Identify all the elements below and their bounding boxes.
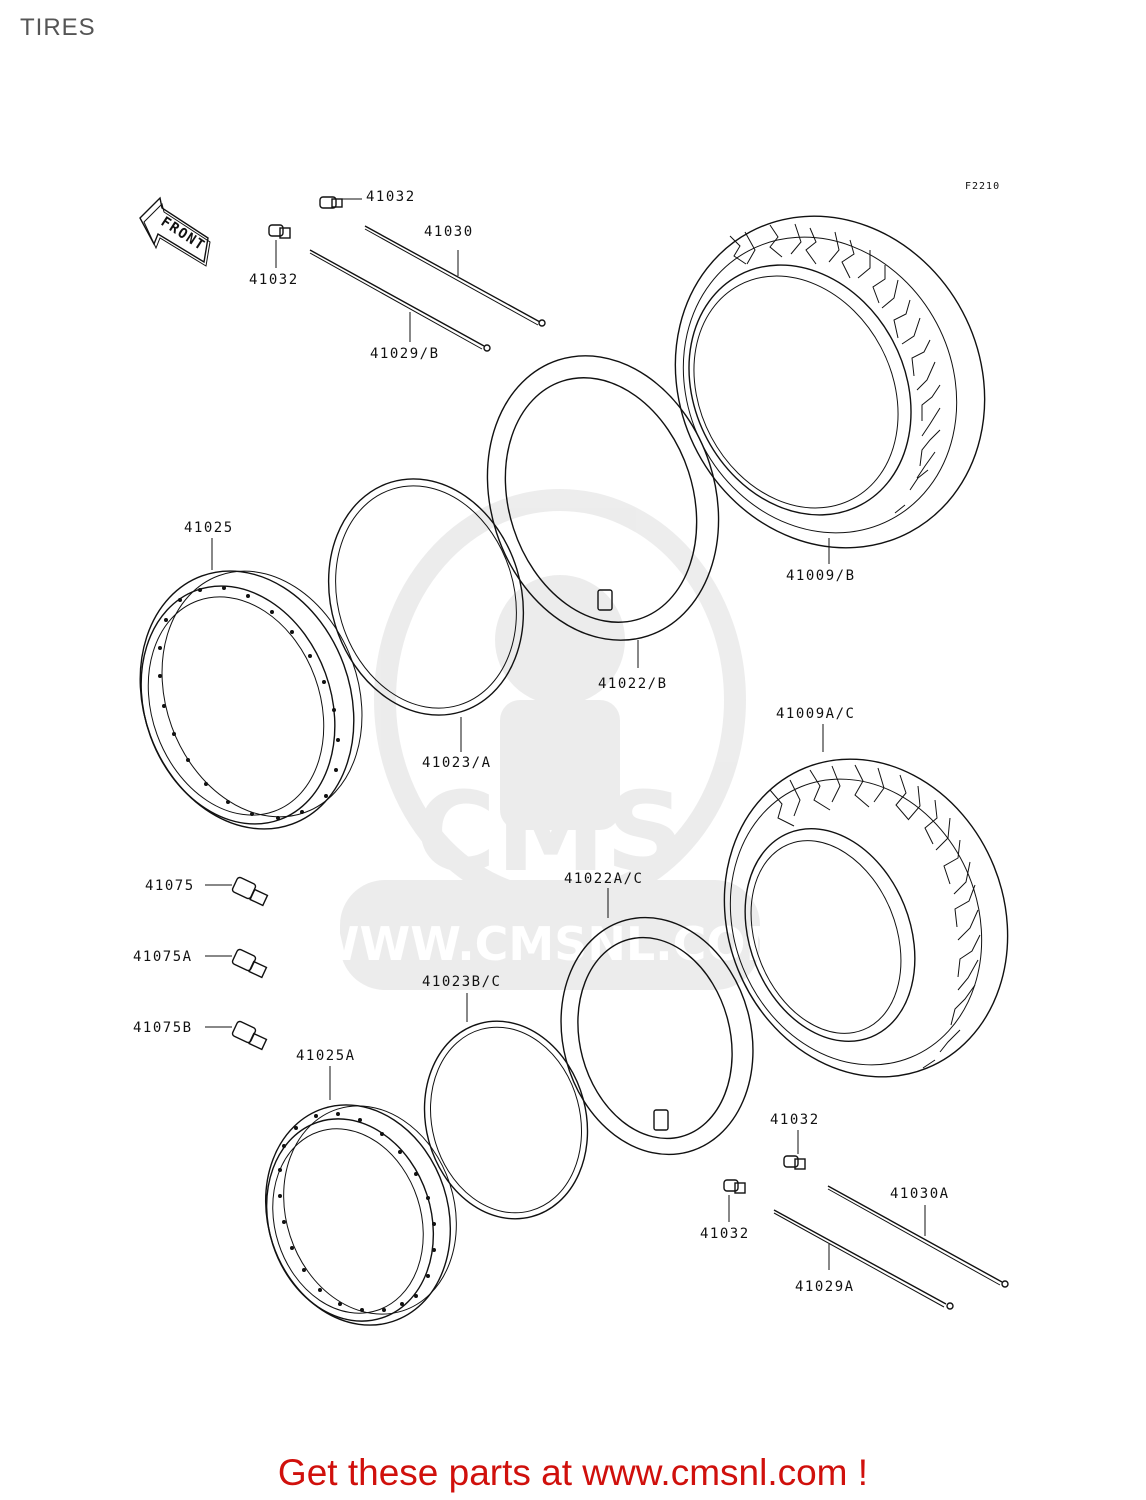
adaptor-icon bbox=[205, 1020, 268, 1051]
adaptor-icon bbox=[205, 948, 268, 979]
watermark-url: WWW.CMSNL.COM bbox=[309, 917, 792, 971]
front-rim-band-icon bbox=[327, 478, 525, 752]
part-label-41025a[interactable]: 41025A bbox=[296, 1048, 356, 1064]
part-label-41032-top[interactable]: 41032 bbox=[366, 189, 416, 205]
part-label-41032-rear-bottom[interactable]: 41032 bbox=[700, 1226, 750, 1242]
part-label-41029b[interactable]: 41029/B bbox=[370, 346, 440, 362]
part-label-41025[interactable]: 41025 bbox=[184, 520, 234, 536]
front-tube-icon bbox=[486, 355, 720, 668]
part-label-41022ac[interactable]: 41022A/C bbox=[564, 871, 643, 887]
part-label-41009ac[interactable]: 41009A/C bbox=[776, 706, 855, 722]
part-label-41023a[interactable]: 41023/A bbox=[422, 755, 492, 771]
watermark-brand: CMS bbox=[415, 768, 684, 896]
part-label-41022b[interactable]: 41022/B bbox=[598, 676, 668, 692]
front-tire-icon bbox=[674, 215, 986, 564]
part-label-41030a[interactable]: 41030A bbox=[890, 1186, 950, 1202]
page-title: TIRES bbox=[20, 14, 96, 41]
rear-rim-icon bbox=[264, 1066, 457, 1326]
rear-tire-icon bbox=[723, 724, 1009, 1078]
part-label-41075a[interactable]: 41075A bbox=[133, 949, 193, 965]
front-rim-icon bbox=[139, 538, 363, 830]
cms-watermark: CMS WWW.CMSNL.COM bbox=[309, 489, 792, 990]
part-label-41075b[interactable]: 41075B bbox=[133, 1020, 193, 1036]
adaptor-icon bbox=[205, 876, 269, 907]
valve-cap-icon bbox=[783, 1130, 806, 1170]
figure-code: F2210 bbox=[965, 181, 1000, 192]
part-label-41032-rear-top[interactable]: 41032 bbox=[770, 1112, 820, 1128]
spoke-icon bbox=[773, 1209, 954, 1310]
spoke-icon bbox=[827, 1185, 1009, 1288]
rear-tube-icon bbox=[560, 888, 754, 1156]
valve-cap-icon bbox=[268, 224, 291, 268]
part-label-41009b[interactable]: 41009/B bbox=[786, 568, 856, 584]
part-label-41023bc[interactable]: 41023B/C bbox=[422, 974, 501, 990]
valve-cap-icon bbox=[319, 196, 362, 209]
part-label-41030[interactable]: 41030 bbox=[424, 224, 474, 240]
spoke-icon bbox=[309, 249, 491, 352]
front-label: FRONT bbox=[158, 214, 208, 254]
part-label-41075[interactable]: 41075 bbox=[145, 878, 195, 894]
front-arrow-icon: FRONT bbox=[139, 196, 211, 267]
valve-cap-icon bbox=[723, 1179, 746, 1222]
part-label-41032-left[interactable]: 41032 bbox=[249, 272, 299, 288]
part-label-41029a[interactable]: 41029A bbox=[795, 1279, 855, 1295]
spoke-icon bbox=[364, 225, 546, 327]
rear-rim-band-icon bbox=[423, 993, 589, 1220]
footer-link[interactable]: Get these parts at www.cmsnl.com ! bbox=[277, 1452, 869, 1493]
